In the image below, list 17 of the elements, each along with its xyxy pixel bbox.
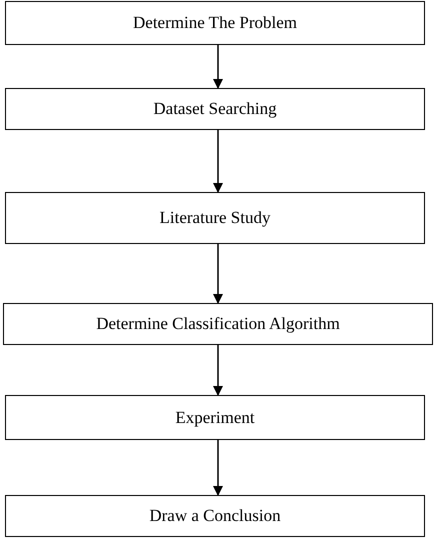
arrow <box>213 244 223 304</box>
step-label: Determine Classification Algorithm <box>96 313 340 335</box>
process-box <box>5 395 425 440</box>
process-box <box>5 192 425 244</box>
step-label: Dataset Searching <box>153 98 277 120</box>
arrow <box>213 45 223 89</box>
arrow <box>213 345 223 396</box>
step-label: Literature Study <box>160 207 270 229</box>
step-label: Experiment <box>175 406 255 428</box>
arrow <box>213 440 223 496</box>
step-label: Draw a Conclusion <box>149 505 281 527</box>
arrow <box>213 130 223 193</box>
process-box <box>5 495 425 537</box>
process-box <box>3 303 433 345</box>
process-box <box>5 88 425 130</box>
process-box <box>5 1 425 45</box>
step-label: Determine The Problem <box>133 12 297 34</box>
